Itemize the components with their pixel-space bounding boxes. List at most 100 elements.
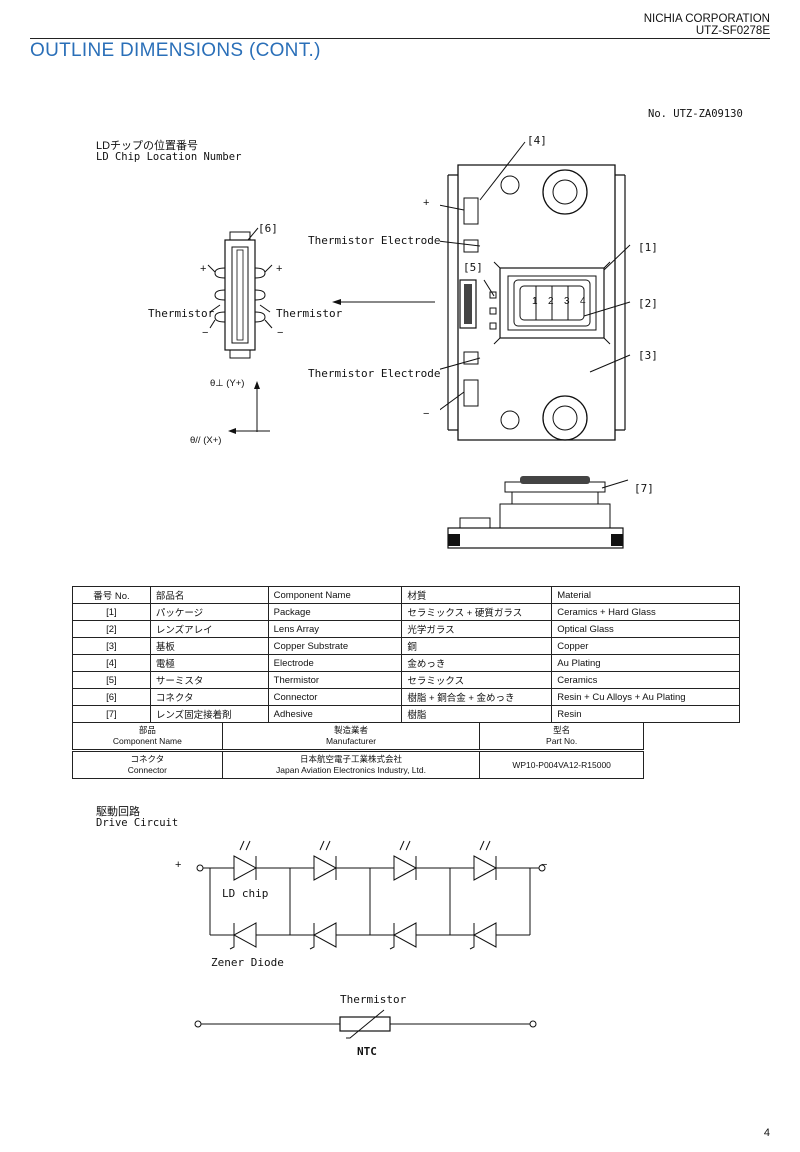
package-plus: + [423,197,430,209]
thermistor-label-left: Thermistor [148,307,215,320]
row-component-name: Lens Array [267,620,403,638]
row-component-name: Copper Substrate [267,637,403,655]
row-material-jp: セラミックス [401,671,553,689]
row-no: [6] [72,688,151,706]
header-part-jp: 部品名 [149,586,269,604]
row-material-jp: 銅 [401,637,553,655]
circuit-plus: + [175,859,182,871]
row-part-jp: パッケージ [149,603,269,621]
header-material-jp: 材質 [401,586,553,604]
axis-x-label: θ// (X+) [190,435,222,446]
package-ref-1: [1] [638,241,658,254]
chip-number-3: 3 [564,296,570,307]
parts-table: 番号 No. 部品名 Component Name 材質 Material [1… [72,586,740,723]
row-part-jp: レンズ固定接着剤 [149,705,269,723]
row-material: Ceramics [551,671,740,689]
zener-diode-label: Zener Diode [211,956,284,969]
row-material: Resin [551,705,740,723]
plus-left: + [200,263,207,275]
ld-chip-group [369,840,451,950]
row-no: [2] [72,620,151,638]
row-part-jp: コネクタ [149,688,269,706]
company-name: NICHIA CORPORATION [643,13,770,25]
package-ref-5: [5] [463,261,483,274]
row-part-jp: 基板 [149,637,269,655]
mfr-row-component-jp: コネクタ [130,754,165,764]
row-material-jp: 金めっき [401,654,553,672]
package-ref-7: [7] [634,482,654,495]
drawing-number: No. UTZ-ZA09130 [648,108,743,120]
chip-number-4: 4 [580,296,586,307]
drive-circuit-diagram [196,840,546,950]
package-drawing [440,141,631,549]
circuit-minus: − [541,859,548,871]
parts-table-header: 番号 No. 部品名 Component Name 材質 Material [72,586,740,604]
package-ref-3: [3] [638,349,658,362]
connector-drawing [207,227,435,434]
header-material: Material [551,586,740,604]
row-no: [5] [72,671,151,689]
row-part-jp: 電極 [149,654,269,672]
page-title: OUTLINE DIMENSIONS (CONT.) [30,40,321,61]
chip-location-title-jp: LDチップの位置番号 [96,140,199,152]
axis-y-label: θ⊥ (Y+) [210,378,245,389]
row-component-name: Package [267,603,403,621]
chip-location-title-en: LD Chip Location Number [96,151,242,163]
mfr-row-component-en: Connector [127,765,167,775]
ld-chip-group [289,840,371,950]
minus-left: − [202,327,209,339]
row-component-name: Adhesive [267,705,403,723]
row-no: [4] [72,654,151,672]
ld-chip-group [449,840,531,950]
row-material-jp: セラミックス + 硬質ガラス [401,603,553,621]
row-material-jp: 樹脂 + 銅合金 + 金めっき [401,688,553,706]
chip-number-2: 2 [548,296,554,307]
mfr-row-part-no: WP10-P004VA12-R15000 [479,750,644,779]
thermistor-electrode-top: Thermistor Electrode [308,234,441,247]
row-component-name: Electrode [267,654,403,672]
row-material-jp: 樹脂 [401,705,553,723]
thermistor-circuit-diagram [194,1009,537,1039]
mfr-row-manufacturer-en: Japan Aviation Electronics Industry, Ltd… [276,765,426,775]
mfr-col3-en: Part No. [546,736,578,746]
thermistor-label-right: Thermistor [276,307,343,320]
chip-number-1: 1 [532,296,538,307]
ntc-label: NTC [357,1045,377,1058]
header-no: 番号 No. [72,586,151,604]
row-material: Copper [551,637,740,655]
header-component-name: Component Name [267,586,403,604]
row-part-jp: サーミスタ [149,671,269,689]
plus-right: + [276,263,283,275]
header-rule [30,38,770,39]
row-material: Resin + Cu Alloys + Au Plating [551,688,740,706]
row-component-name: Thermistor [267,671,403,689]
row-material-jp: 光学ガラス [401,620,553,638]
row-material: Au Plating [551,654,740,672]
mfr-col3-jp: 型名 [553,725,571,735]
connector-ref-6: [6] [258,222,278,235]
mfr-col2-jp: 製造業者 [333,725,368,735]
package-ref-2: [2] [638,297,658,310]
row-no: [1] [72,603,151,621]
row-material: Optical Glass [551,620,740,638]
row-no: [7] [72,705,151,723]
drive-circuit-title-jp: 駆動回路 [96,806,140,818]
page-number: 4 [763,1127,770,1139]
mfr-col1-jp: 部品 [138,725,156,735]
package-ref-4: [4] [527,134,547,147]
row-material: Ceramics + Hard Glass [551,603,740,621]
package-minus: − [423,408,430,420]
mfr-row-manufacturer-jp: 日本航空電子工業株式会社 [299,754,402,764]
mfr-col2-en: Manufacturer [325,736,377,746]
ld-chip-label: LD chip [222,887,269,900]
